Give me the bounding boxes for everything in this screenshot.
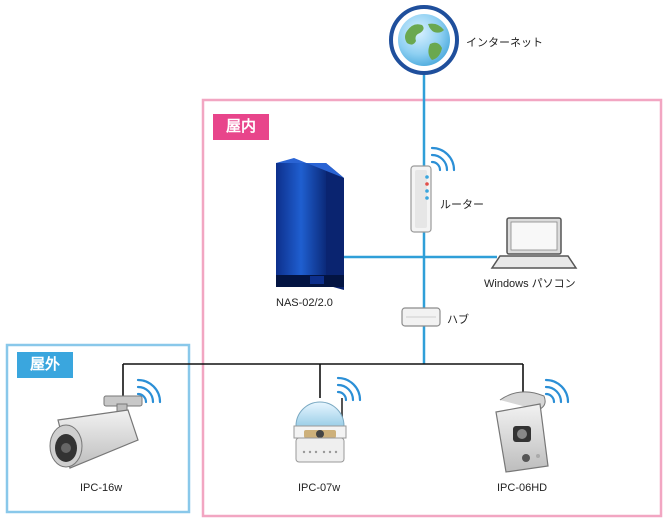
- wifi-icons: [136, 146, 570, 404]
- nas-icon: [276, 158, 344, 290]
- internet-globe-icon: [389, 5, 459, 75]
- wifi-icon: [544, 378, 570, 404]
- wifi-icon: [136, 378, 162, 404]
- indoor-zone-tag: 屋内: [213, 114, 269, 140]
- camera-ipc06hd-label: IPC-06HD: [497, 482, 548, 494]
- internet-label: インターネット: [466, 37, 543, 49]
- camera-links: [122, 363, 524, 398]
- pc-label: Windows パソコン: [484, 278, 576, 290]
- hub-label: ハブ: [447, 314, 469, 326]
- camera-ipc16w-label: IPC-16w: [80, 482, 123, 494]
- laptop-icon: [490, 217, 578, 269]
- nas-label: NAS-02/2.0: [276, 297, 333, 309]
- hub-icon: [401, 307, 441, 327]
- outdoor-zone-tag: 屋外: [17, 352, 73, 378]
- pan-camera-icon: [495, 391, 549, 473]
- router-label: ルーター: [440, 199, 484, 211]
- wifi-icon: [336, 376, 362, 402]
- network-links: [342, 72, 497, 364]
- camera-ipc07w-label: IPC-07w: [298, 482, 341, 494]
- indoor-zone-box: [201, 98, 663, 518]
- wifi-icon: [430, 146, 456, 172]
- bullet-camera-icon: [49, 395, 143, 469]
- dome-camera-icon: [293, 398, 347, 463]
- outdoor-zone-box: [5, 343, 191, 514]
- router-icon: [410, 165, 432, 233]
